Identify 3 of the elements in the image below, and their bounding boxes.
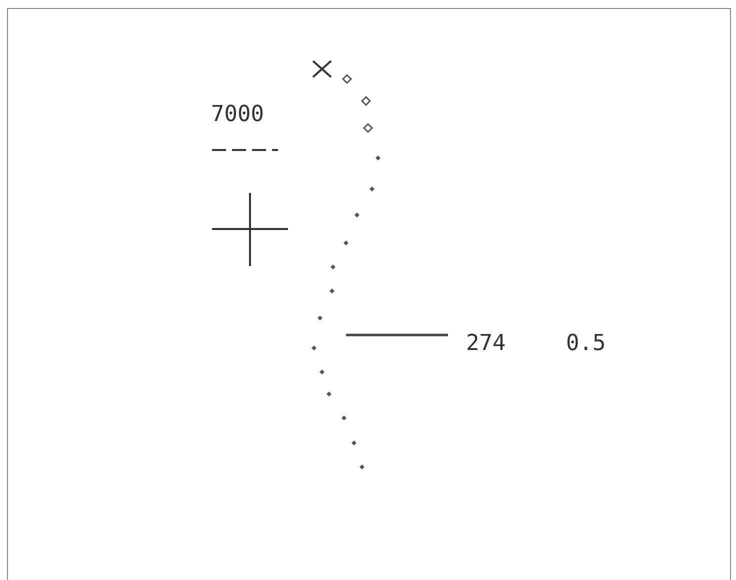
- value-label: 7000: [211, 104, 264, 126]
- value-label: 274: [466, 333, 506, 355]
- value-label: 0.5: [566, 333, 606, 355]
